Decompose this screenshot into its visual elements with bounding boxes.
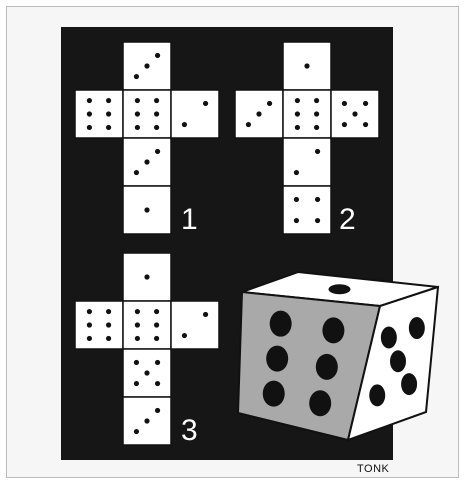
pip [314,111,319,116]
pip [135,309,140,314]
pip [144,63,149,68]
die-front-pip [263,381,285,407]
pip [135,125,140,130]
pip [295,125,300,130]
die-side-pip [381,326,397,348]
die-front-pip [322,317,344,343]
pip [135,111,140,116]
pip [106,336,111,341]
die-front-pip [270,311,292,337]
pip [144,207,149,212]
pip [87,309,92,314]
net-3-right-face [171,301,219,349]
net-1-left-face [75,90,123,138]
pip [87,322,92,327]
pip [352,111,357,116]
die-side-pip [369,384,385,406]
pip [155,360,160,365]
pip [315,218,320,223]
pip [155,53,160,58]
pip [106,125,111,130]
pip [342,101,347,106]
net-2-center-face [283,90,331,138]
die-front-pip [316,354,338,380]
artist-credit: TONK [357,463,390,475]
pip [87,111,92,116]
pip [315,197,320,202]
pip [294,170,299,175]
pip [154,336,159,341]
die-side-pip [401,373,417,395]
pip [134,170,139,175]
pip [154,125,159,130]
die-front-pip [266,346,288,372]
net-3-left-face [75,301,123,349]
pip [135,336,140,341]
three-d-die [238,272,438,440]
die-top-pip [329,284,351,294]
pip [203,101,208,106]
pip [154,111,159,116]
pip [155,149,160,154]
net-1-right-face [171,90,219,138]
pip [256,111,261,116]
pip [134,381,139,386]
pip [106,309,111,314]
pip [144,274,149,279]
pip [144,159,149,164]
pip [134,429,139,434]
pip [134,74,139,79]
pip [87,336,92,341]
die-side-pip [390,350,406,372]
pip [363,122,368,127]
pip [294,197,299,202]
die-front-pip [309,390,331,416]
pip [106,98,111,103]
pip [246,122,251,127]
pip [144,370,149,375]
pip [203,312,208,317]
pip [182,333,187,338]
net-2-below-face [283,138,331,186]
net-3-center-face [123,301,171,349]
net-label-2: 2 [339,203,356,236]
pip [154,309,159,314]
pip [363,101,368,106]
pip [314,98,319,103]
pip [154,322,159,327]
pip [267,101,272,106]
pip [295,98,300,103]
pip [182,122,187,127]
die-side-pip [409,317,425,339]
pip [87,125,92,130]
pip [144,418,149,423]
pip [135,322,140,327]
pip [315,149,320,154]
net-label-3: 3 [181,414,198,447]
net-2-bottom-face [283,186,331,234]
pip [294,218,299,223]
net-label-1: 1 [181,203,198,236]
pip [314,125,319,130]
pip [304,63,309,68]
pip [342,122,347,127]
net-1-center-face [123,90,171,138]
pip [106,322,111,327]
pip [295,111,300,116]
pip [155,408,160,413]
pip [134,360,139,365]
pip [154,98,159,103]
pip [106,111,111,116]
pip [87,98,92,103]
pip [135,98,140,103]
pip [155,381,160,386]
